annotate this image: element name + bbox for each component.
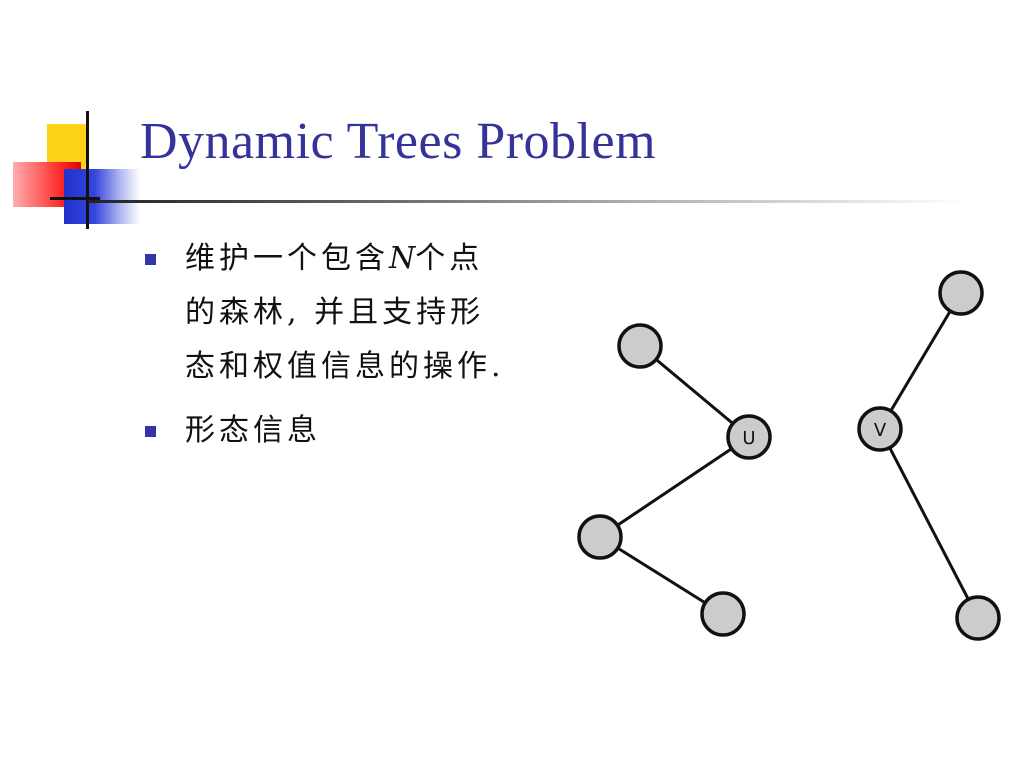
- bullet-text-part: 形态信息: [185, 413, 321, 448]
- bullet-list: 维护一个包含N个点 的森林, 并且支持形 态和权值信息的操作. 形态信息: [145, 232, 565, 468]
- edge-top-v: [878, 292, 963, 430]
- bullet-square-icon: [145, 426, 156, 437]
- edge-mid-bottom: [599, 535, 724, 616]
- node-u-label: U: [742, 428, 755, 449]
- bullet-text: 维护一个包含N个点 的森林, 并且支持形 态和权值信息的操作.: [185, 232, 565, 394]
- bullet-square-icon: [145, 254, 156, 265]
- bullet-item-forest: 维护一个包含N个点 的森林, 并且支持形 态和权值信息的操作.: [145, 232, 565, 394]
- edge-u-mid: [599, 435, 750, 539]
- logo-vertical-line: [86, 111, 89, 229]
- tree-node: [577, 514, 623, 560]
- tree-node: [700, 591, 746, 637]
- tree-node: [617, 323, 663, 369]
- node-v-label: V: [874, 420, 887, 441]
- tree-node: [938, 270, 984, 316]
- edge-top-u: [639, 344, 750, 439]
- logo-yellow-square: [47, 124, 87, 169]
- edge-v-bottom: [878, 428, 980, 619]
- logo-horizontal-line: [50, 197, 100, 200]
- bullet-text-variable: N: [389, 241, 416, 276]
- bullet-item-topology: 形态信息: [145, 404, 565, 458]
- title-underline: [88, 200, 968, 203]
- node-v: [857, 406, 903, 452]
- logo-blue-square: [64, 169, 140, 224]
- bullet-text: 形态信息: [185, 404, 565, 458]
- slide-title: Dynamic Trees Problem: [140, 113, 657, 170]
- bullet-text-part: 维护一个包含: [185, 241, 389, 276]
- node-u: [726, 414, 772, 460]
- tree-node: [955, 595, 1001, 641]
- bullet-text-part: 个点 的森林, 并且支持形 态和权值信息的操作.: [185, 241, 505, 384]
